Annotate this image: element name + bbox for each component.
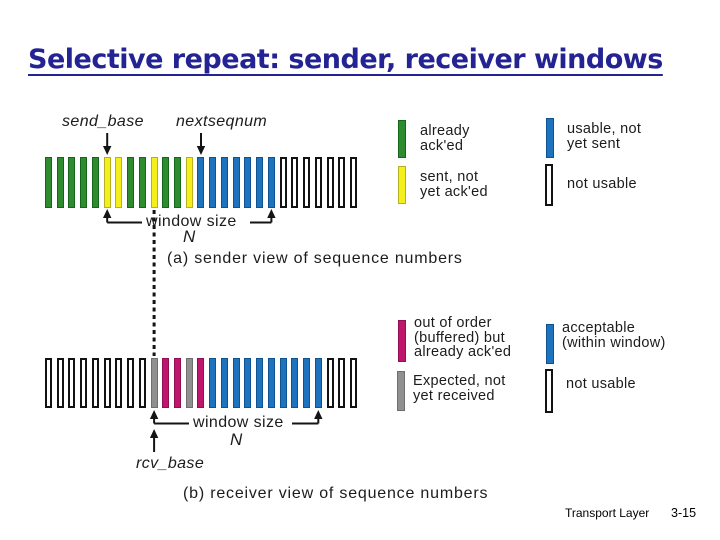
seq-bar-blue: [279, 358, 287, 408]
seq-bar-white: [127, 358, 135, 408]
sender-caption: (a) sender view of sequence numbers: [167, 250, 463, 267]
legend-swatch-already-acked: [398, 120, 406, 158]
rcv-base-label: rcv_base: [136, 455, 205, 472]
seq-bar-blue: [256, 157, 264, 208]
slide-title: Selective repeat: sender, receiver windo…: [28, 44, 663, 75]
receiver-caption: (b) receiver view of sequence numbers: [183, 485, 489, 502]
seq-bar-blue: [220, 157, 228, 208]
seq-bar-yellow: [150, 157, 158, 208]
legend-not-usable-receiver-label: not usable: [566, 376, 636, 392]
seq-bar-blue: [232, 157, 240, 208]
seq-bar-white: [349, 157, 357, 208]
seq-bar-blue: [232, 358, 240, 408]
legend-usable-not-sent-label: usable, not yet sent: [567, 121, 642, 152]
seq-bar-blue: [244, 358, 252, 408]
seq-bar-white: [326, 157, 334, 208]
seq-bar-blue: [267, 358, 275, 408]
seq-bar-blue: [244, 157, 252, 208]
legend-swatch-not-usable-receiver: [545, 369, 553, 413]
seq-bar-blue: [267, 157, 275, 208]
seq-bar-magenta: [162, 358, 170, 408]
seq-bar-magenta: [197, 358, 205, 408]
seq-bar-white: [138, 358, 146, 408]
seq-bar-green: [138, 157, 146, 208]
seq-bar-gray: [185, 358, 193, 408]
legend-swatch-not-usable-sender: [545, 164, 553, 206]
seq-bar-white: [303, 157, 311, 208]
seq-bar-white: [56, 358, 64, 408]
seq-bar-white: [115, 358, 123, 408]
seq-bar-white: [291, 157, 299, 208]
receiver-window-size-label: window size: [193, 414, 284, 431]
send-base-arrow: [103, 133, 112, 155]
nextseqnum-arrow: [196, 133, 206, 155]
nextseqnum-label: nextseqnum: [176, 113, 268, 130]
seq-bar-white: [326, 358, 334, 408]
receiver-sequence-row: [0, 358, 720, 408]
seq-bar-green: [80, 157, 88, 208]
legend-expected-label: Expected, not yet received: [413, 373, 506, 404]
seq-bar-white: [279, 157, 287, 208]
seq-bar-yellow: [115, 157, 123, 208]
legend-swatch-out-of-order: [398, 320, 406, 362]
legend-swatch-expected: [397, 371, 405, 411]
sender-window-n-label: N: [183, 227, 196, 246]
legend-out-of-order-label: out of order (buffered) but already ack'…: [414, 315, 512, 360]
rcv-base-arrow: [149, 429, 159, 452]
seq-bar-white: [68, 358, 76, 408]
legend-acceptable-label: acceptable (within window): [562, 320, 666, 351]
seq-bar-white: [338, 157, 346, 208]
sender-window-size-label: window size: [146, 213, 237, 230]
seq-bar-white: [80, 358, 88, 408]
seq-bar-blue: [314, 358, 322, 408]
seq-bar-white: [314, 157, 322, 208]
seq-bar-green: [56, 157, 64, 208]
seq-bar-blue: [256, 358, 264, 408]
seq-bar-blue: [291, 358, 299, 408]
seq-bar-blue: [303, 358, 311, 408]
seq-bar-gray: [150, 358, 158, 408]
seq-bar-white: [349, 358, 357, 408]
legend-sent-not-acked-label: sent, not yet ack'ed: [420, 169, 488, 200]
legend-already-acked-label: already ack'ed: [420, 123, 470, 154]
seq-bar-green: [68, 157, 76, 208]
seq-bar-yellow: [185, 157, 193, 208]
footer-page-number: 3-15: [671, 506, 697, 520]
send-base-label: send_base: [62, 113, 144, 130]
sender-sequence-row: [0, 157, 720, 208]
receiver-window-n-label: N: [230, 430, 243, 449]
seq-bar-white: [103, 358, 111, 408]
footer-section-label: Transport Layer: [565, 506, 650, 520]
legend-not-usable-sender-label: not usable: [567, 176, 637, 192]
legend-swatch-acceptable: [546, 324, 554, 364]
seq-bar-yellow: [103, 157, 111, 208]
seq-bar-blue: [209, 358, 217, 408]
seq-bar-green: [91, 157, 99, 208]
seq-bar-white: [91, 358, 99, 408]
seq-bar-blue: [220, 358, 228, 408]
seq-bar-blue: [209, 157, 217, 208]
seq-bar-green: [45, 157, 52, 208]
seq-bar-green: [174, 157, 182, 208]
legend-swatch-sent-not-acked: [398, 166, 406, 204]
seq-bar-green: [162, 157, 170, 208]
seq-bar-magenta: [174, 358, 182, 408]
seq-bar-green: [127, 157, 135, 208]
seq-bar-white: [338, 358, 346, 408]
seq-bar-blue: [197, 157, 205, 208]
seq-bar-white: [45, 358, 52, 408]
legend-swatch-usable-not-sent: [546, 118, 554, 158]
